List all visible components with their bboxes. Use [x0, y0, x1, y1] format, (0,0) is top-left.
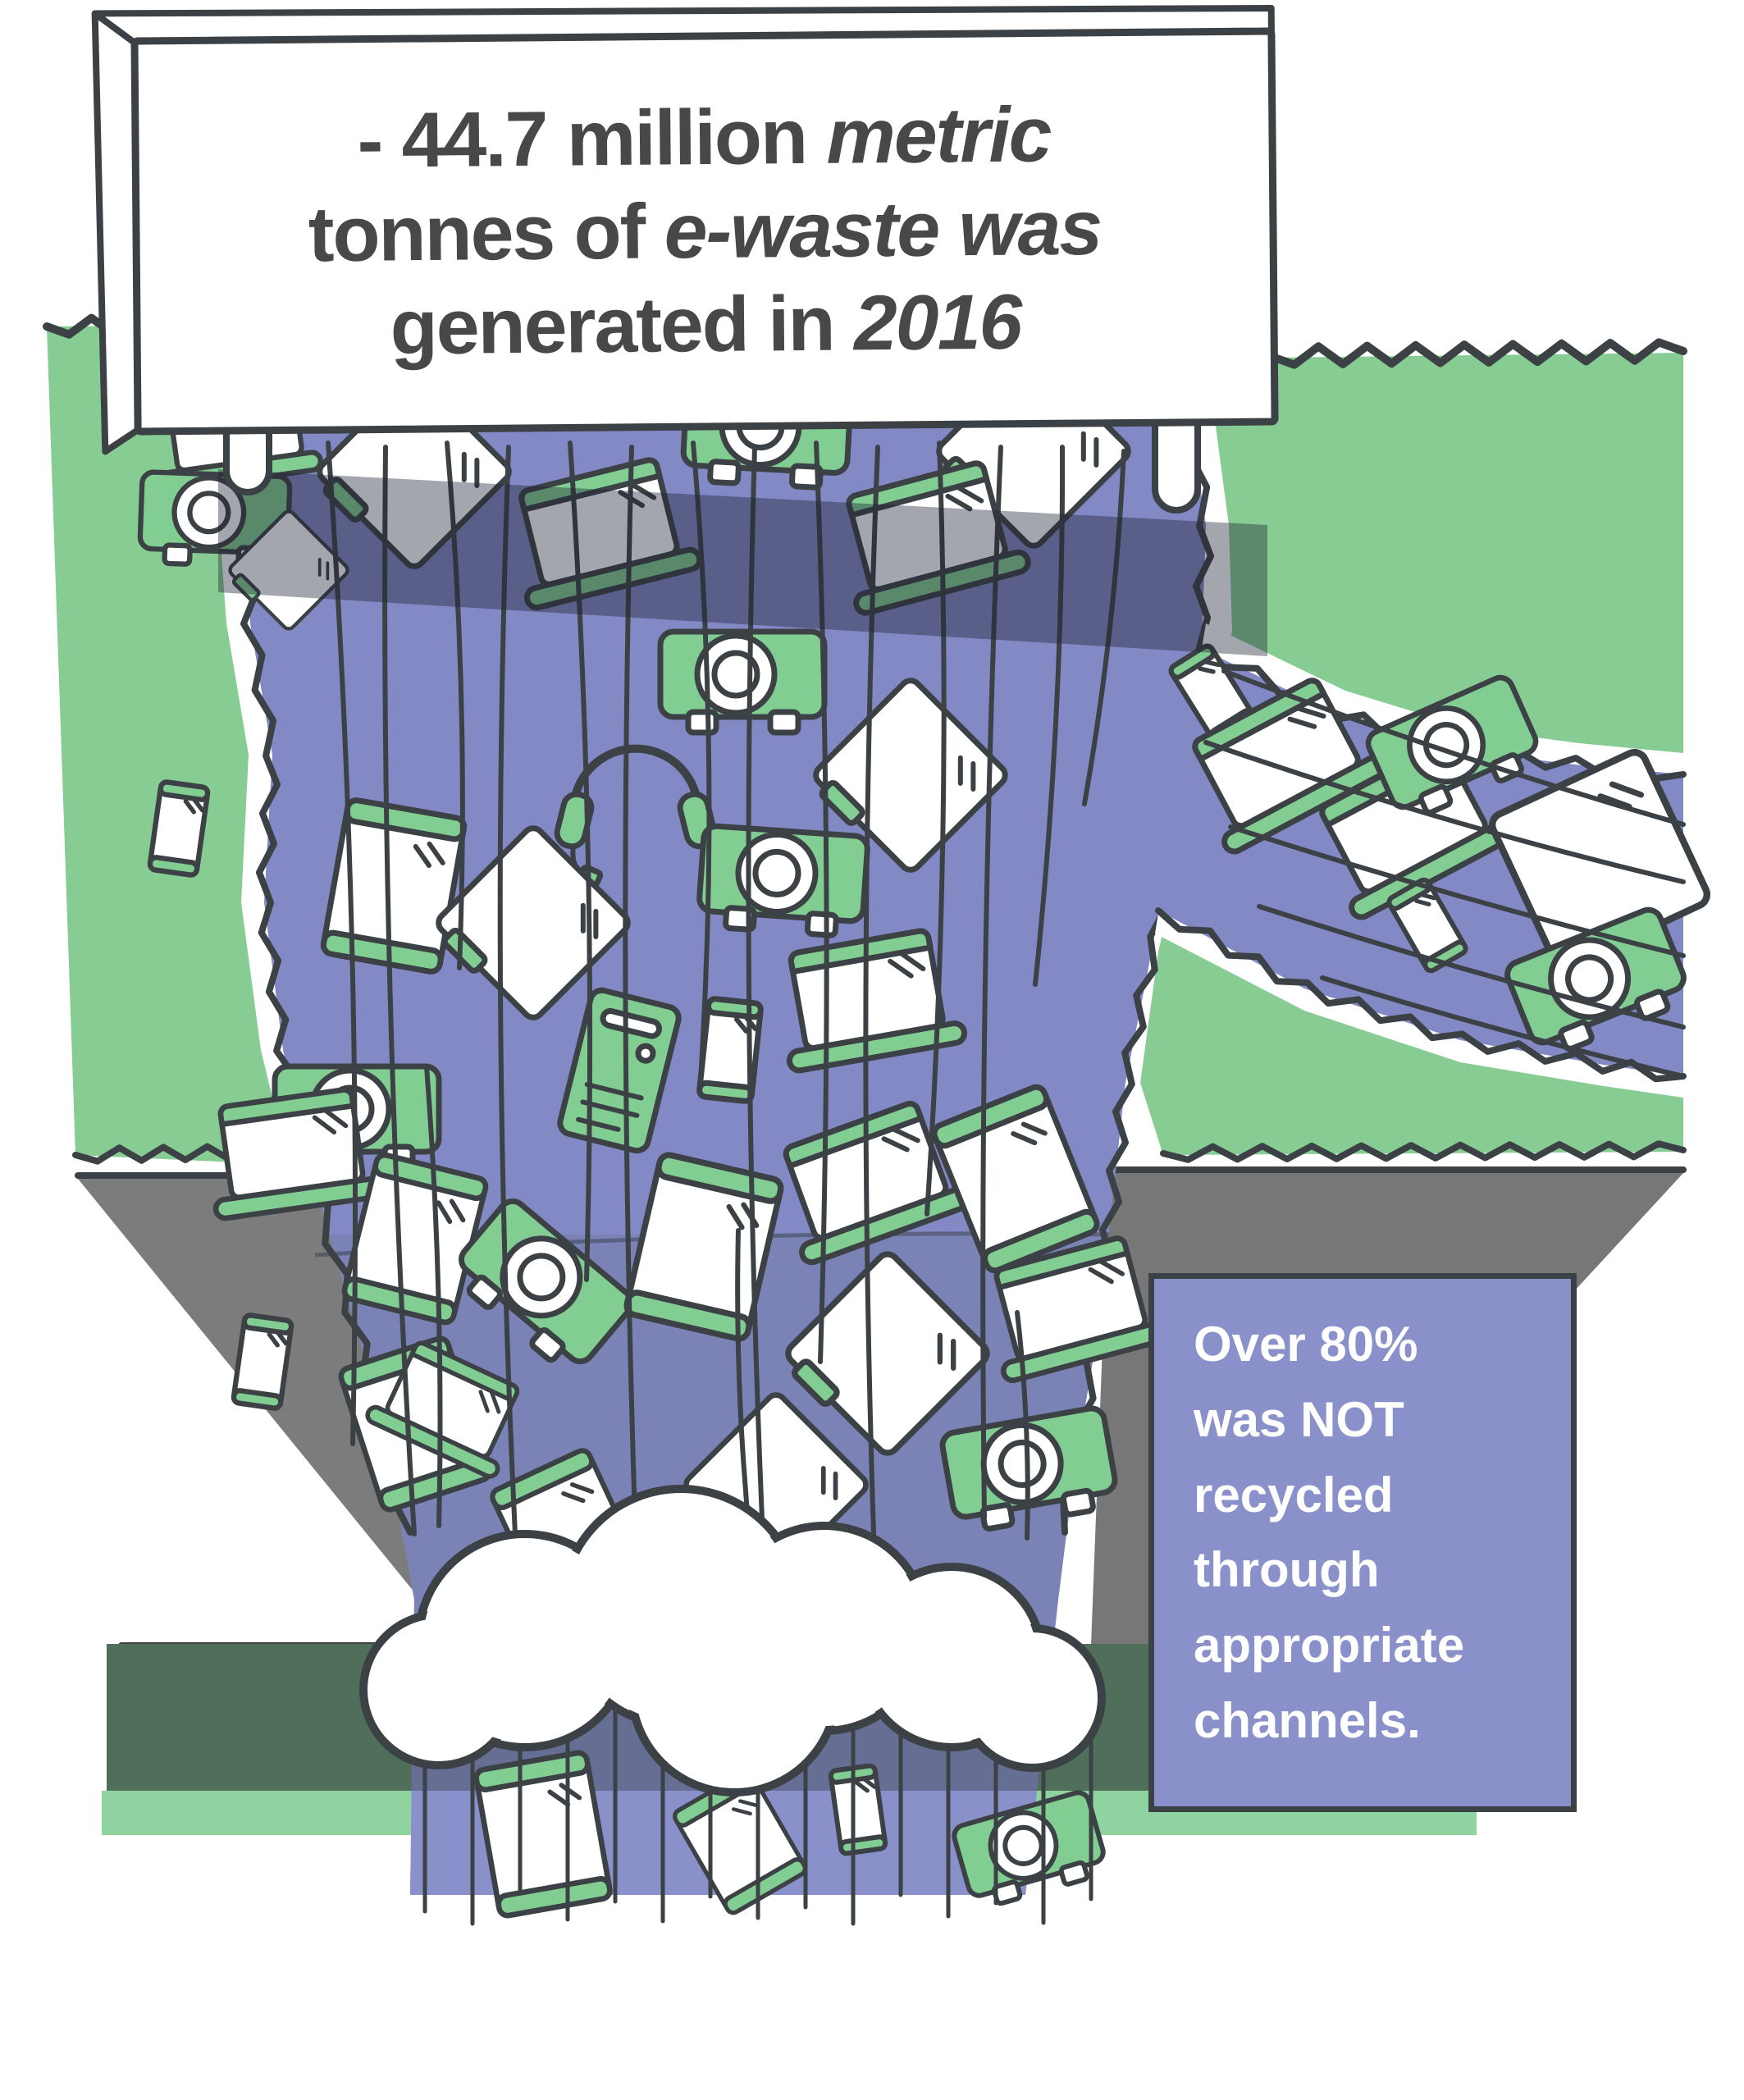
tablet-icon — [322, 799, 466, 973]
sign-text-italic-segment: metric — [825, 91, 1051, 180]
sign-board — [91, 4, 1279, 455]
tributary-flow-line — [1221, 669, 1686, 827]
sign-text-line: - 44.7 million metric — [357, 88, 1051, 187]
sign-face — [130, 27, 1279, 436]
sign-text-segment: - 44.7 million — [357, 93, 827, 185]
flow-line — [691, 441, 712, 1069]
callout-box: Over 80% was NOT recycled through appropriat… — [1148, 1273, 1577, 1812]
cloud-puff — [967, 1633, 1097, 1763]
flow-line — [863, 445, 880, 1536]
right-bank-top-edge — [1266, 338, 1687, 369]
tributary-flow-line — [1228, 824, 1686, 958]
sign-text-segment: tonnes of — [308, 188, 665, 279]
tributary-flow-lines — [1203, 669, 1686, 1079]
flow-line — [445, 441, 465, 970]
cloud-puff — [368, 1619, 509, 1760]
flow-line — [326, 441, 358, 1446]
tributary-flow-line — [1257, 904, 1686, 1029]
sign-legs — [223, 417, 1201, 514]
sign-text-line: tonnes of e-waste was — [308, 181, 1101, 281]
cloud — [359, 1485, 1106, 1796]
callout-text-line: channels. — [1194, 1692, 1421, 1748]
phone-icon — [233, 1315, 292, 1409]
callout-text-line: was NOT — [1194, 1391, 1404, 1447]
flow-line — [382, 445, 417, 1536]
sign-leg-right — [1152, 417, 1201, 514]
tributary-lower-edge — [1155, 907, 1687, 1083]
tablet-icon — [475, 1751, 611, 1917]
phone-icon — [149, 782, 208, 876]
sign-leg-left — [223, 417, 272, 495]
cloud-puff — [637, 1592, 832, 1787]
callout-text-line: through — [1194, 1542, 1380, 1598]
sign-text-line: generated in 2016 — [390, 276, 1021, 375]
projector-icon — [660, 632, 824, 733]
flow-line — [623, 445, 638, 1545]
left-bank — [47, 325, 289, 1165]
flow-line — [424, 1064, 443, 1528]
flow-line — [1015, 1310, 1030, 1541]
flow-line — [497, 445, 518, 1536]
right-bank-bottom-edge — [1160, 1140, 1687, 1163]
phone-icon — [830, 1765, 886, 1855]
flow-line — [1082, 449, 1126, 806]
callout-text-line: Over 80% — [1194, 1317, 1418, 1372]
flow-line — [925, 441, 947, 1217]
shadow-band — [218, 469, 1267, 656]
flow-line — [814, 441, 829, 1364]
sign-text-segment: generated in — [390, 280, 855, 372]
flow-line — [1033, 445, 1066, 987]
tributary-flow-line — [1320, 975, 1686, 1079]
sign-text-italic-segment: 2016 — [853, 278, 1021, 368]
callout-text-line: recycled — [1194, 1467, 1394, 1522]
sign-text-italic-segment: e-waste was — [664, 184, 1102, 276]
callout-text-line: appropriate — [1194, 1618, 1465, 1673]
flow-line — [746, 445, 765, 1541]
tributary-flow-line — [1203, 740, 1686, 884]
flow-line — [980, 445, 1003, 1520]
flow-line — [568, 441, 593, 1282]
flow-lines — [326, 441, 1126, 1549]
